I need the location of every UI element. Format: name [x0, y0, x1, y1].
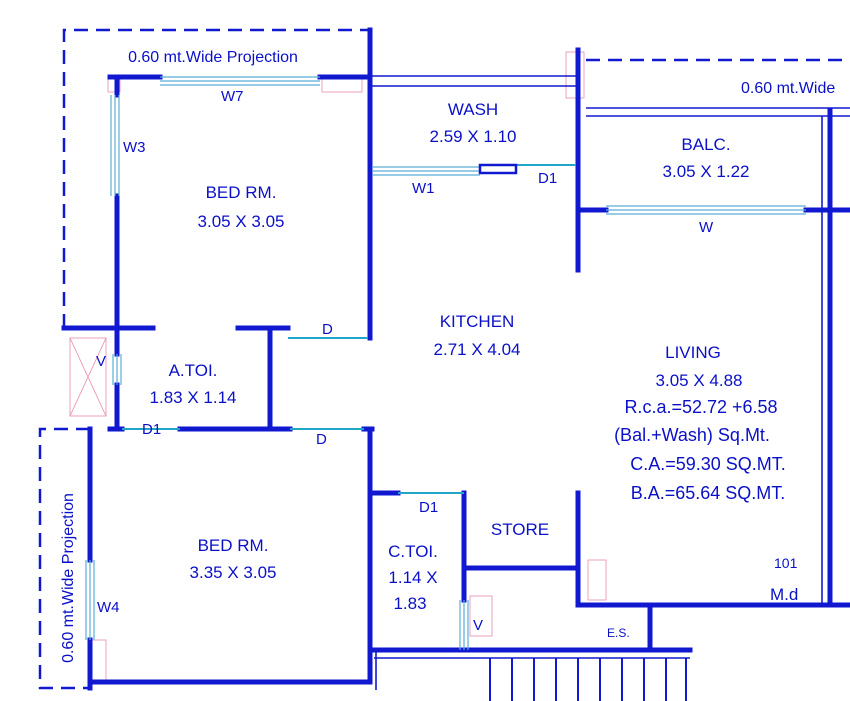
tag-md: M.d — [770, 585, 798, 604]
store-name: STORE — [491, 520, 549, 539]
living-carpet-area: C.A.=59.30 SQ.MT. — [630, 454, 786, 474]
window-w3 — [110, 95, 120, 196]
ctoi-size-2: 1.83 — [393, 594, 426, 613]
atoi-name: A.TOI. — [169, 361, 218, 380]
wash-size: 2.59 X 1.10 — [430, 127, 517, 146]
balc-name: BALC. — [681, 135, 730, 154]
living-rca: R.c.a.=52.72 +6.58 — [624, 397, 777, 417]
tag-v-atoi: V — [96, 353, 106, 370]
tag-v-ctoi: V — [473, 617, 483, 634]
walls — [61, 27, 850, 691]
living-name: LIVING — [665, 343, 721, 362]
kitchen-size: 2.71 X 4.04 — [434, 340, 521, 359]
projection-left-label: 0.60 mt.Wide Projection — [60, 493, 77, 663]
tag-es: E.S. — [607, 626, 630, 640]
bed2-size: 3.35 X 3.05 — [190, 563, 277, 582]
construction-mark — [69, 337, 107, 417]
tag-d-bed2: D — [316, 431, 327, 448]
bed1-size: 3.05 X 3.05 — [198, 212, 285, 231]
tag-w-balc: W — [699, 219, 714, 236]
wash-sink — [478, 163, 518, 175]
thin-walls — [370, 75, 850, 690]
unit-number: 101 — [774, 555, 798, 571]
living-built-area: B.A.=65.64 SQ.MT. — [631, 483, 786, 503]
bed2-name: BED RM. — [198, 536, 269, 555]
living-size: 3.05 X 4.88 — [656, 371, 743, 390]
tag-w3: W3 — [123, 139, 146, 156]
ctoi-name: C.TOI. — [388, 542, 438, 561]
kitchen-name: KITCHEN — [440, 312, 515, 331]
projection-top-right-label: 0.60 mt.Wide — [741, 80, 835, 97]
construction-lines — [69, 51, 607, 681]
tag-w4: W4 — [97, 599, 120, 616]
projection-top-left-outline — [62, 28, 370, 328]
staircase — [489, 658, 687, 701]
construction-mark — [565, 51, 585, 99]
atoi-size: 1.83 X 1.14 — [150, 388, 237, 407]
projection-left-outline — [38, 427, 90, 690]
tag-d-bed1: D — [322, 321, 333, 338]
living-rca-note: (Bal.+Wash) Sq.Mt. — [614, 425, 770, 445]
ventilator-atoi — [112, 354, 122, 385]
labels: 0.60 mt.Wide Projection 0.60 mt.Wide 0.6… — [60, 49, 835, 663]
window-w7 — [160, 76, 320, 86]
bed1-name: BED RM. — [206, 183, 277, 202]
tag-d1-atoi: D1 — [142, 421, 161, 438]
wash-name: WASH — [448, 100, 498, 119]
window-w-balc — [606, 205, 806, 215]
window-w4 — [85, 560, 95, 640]
windows — [85, 76, 806, 650]
projection-top-left-label: 0.60 mt.Wide Projection — [128, 49, 298, 66]
window-w1 — [372, 166, 480, 176]
construction-mark — [69, 337, 107, 417]
projection-outlines — [38, 28, 850, 690]
construction-mark — [587, 559, 607, 601]
tag-w7: W7 — [221, 88, 244, 105]
ventilator-ctoi — [459, 600, 469, 650]
balc-size: 3.05 X 1.22 — [663, 162, 750, 181]
tag-w1: W1 — [412, 180, 435, 197]
ctoi-size-1: 1.14 X — [388, 568, 437, 587]
construction-mark — [469, 595, 493, 637]
doors — [122, 163, 576, 494]
tag-d1-store: D1 — [419, 499, 438, 516]
tag-d1-wash: D1 — [538, 170, 557, 187]
